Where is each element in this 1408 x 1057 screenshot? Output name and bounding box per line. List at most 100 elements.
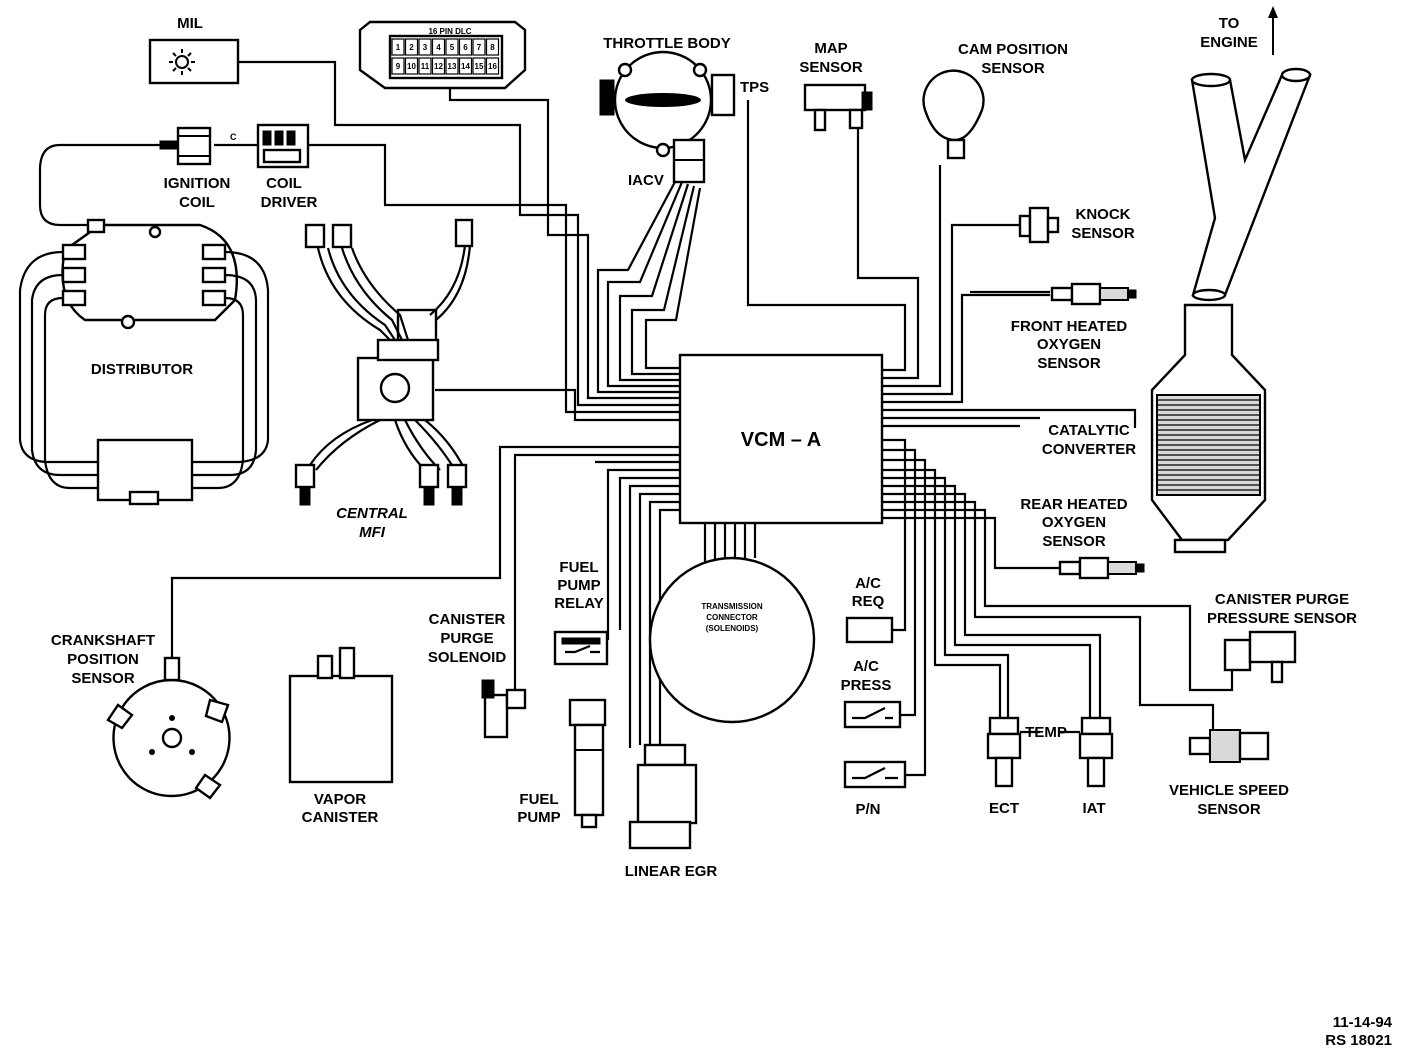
label-cam-1: CAM POSITION xyxy=(958,41,1068,58)
vapor-canister xyxy=(288,646,394,784)
ignition-coil xyxy=(159,126,212,166)
dlc-pin-number: 1 xyxy=(396,43,401,52)
label-ac-req-1: A/C xyxy=(855,575,881,592)
label-knock-2: SENSOR xyxy=(1071,225,1135,242)
label-transmission-3: (SOLENOIDS) xyxy=(706,624,759,633)
transmission-connector xyxy=(648,556,816,724)
label-ac-req-2: REQ xyxy=(852,593,885,610)
label-vss-2: SENSOR xyxy=(1197,801,1261,818)
label-coil-driver-1: COIL xyxy=(266,175,302,192)
label-rear-o2-3: SENSOR xyxy=(1042,533,1106,550)
dlc-pin-number: 3 xyxy=(423,43,428,52)
label-crank-2: POSITION xyxy=(67,651,139,668)
dlc-pin xyxy=(458,57,473,75)
label-purge-pressure-1: CANISTER PURGE xyxy=(1215,591,1349,608)
label-linear-egr: LINEAR EGR xyxy=(625,863,718,880)
ac-pressure-switch xyxy=(843,700,902,729)
label-fuel-pump-1: FUEL xyxy=(519,791,558,808)
label-map-1: MAP xyxy=(814,40,847,57)
label-transmission-2: CONNECTOR xyxy=(706,613,758,622)
label-purge-pressure-2: PRESSURE SENSOR xyxy=(1207,610,1357,627)
dlc-pin xyxy=(404,57,419,75)
dlc-pin-number: 13 xyxy=(448,62,457,71)
label-ignition-coil-1: IGNITION xyxy=(164,175,231,192)
dlc-pin xyxy=(391,38,405,56)
label-central-mfi-2: MFI xyxy=(359,524,386,541)
vehicle-speed-sensor xyxy=(1188,729,1270,763)
dlc-pin xyxy=(391,57,405,75)
map-sensor xyxy=(803,83,873,132)
dlc-pin xyxy=(472,57,486,75)
linear-egr xyxy=(628,743,698,850)
dlc-pin xyxy=(445,38,459,56)
label-to-engine-2: ENGINE xyxy=(1200,34,1258,51)
label-temp: TEMP xyxy=(1025,724,1067,741)
label-vss-1: VEHICLE SPEED xyxy=(1169,782,1289,799)
central-mfi xyxy=(294,218,474,506)
knock-sensor xyxy=(1018,206,1060,244)
dlc-pin xyxy=(404,38,419,56)
label-dlc: 16 PIN DLC xyxy=(428,27,471,36)
dlc-pin-number: 11 xyxy=(421,62,430,71)
label-fuel-pump-2: PUMP xyxy=(517,809,560,826)
canister-purge-solenoid xyxy=(481,679,527,739)
label-crank-3: SENSOR xyxy=(71,670,135,687)
ac-request-switch xyxy=(845,616,894,644)
cam-position-sensor xyxy=(922,69,985,160)
catalytic-texture xyxy=(1158,399,1259,491)
canister-purge-pressure-sensor xyxy=(1223,630,1297,684)
label-distributor: DISTRIBUTOR xyxy=(91,361,193,378)
labels: MIL 16 PIN DLC THROTTLE BODY TPS IACV MA… xyxy=(51,15,1393,1049)
vcm-module: VCM – A xyxy=(678,353,884,525)
front-oxygen-sensor xyxy=(1050,282,1137,306)
label-iat: IAT xyxy=(1082,800,1105,817)
coil-driver xyxy=(256,123,310,169)
label-central-mfi-1: CENTRAL xyxy=(336,505,408,522)
label-mil: MIL xyxy=(177,15,203,32)
label-iacv: IACV xyxy=(628,172,664,189)
label-catalytic-2: CONVERTER xyxy=(1042,441,1136,458)
distributor xyxy=(18,218,270,506)
dlc-pin-number: 6 xyxy=(463,43,468,52)
dlc-pin-number: 5 xyxy=(450,43,455,52)
crankshaft-position-sensor xyxy=(106,656,231,800)
dlc-pin xyxy=(458,38,473,56)
fuel-pump xyxy=(568,698,607,829)
wiring-harness xyxy=(38,60,1234,777)
label-to-engine-1: TO xyxy=(1219,15,1240,32)
label-ect: ECT xyxy=(989,800,1019,817)
exhaust-pipe xyxy=(1190,6,1312,302)
dlc-pin-number: 8 xyxy=(490,43,495,52)
label-crank-1: CRANKSHAFT xyxy=(51,632,155,649)
label-rear-o2-1: REAR HEATED xyxy=(1020,496,1127,513)
label-transmission-1: TRANSMISSION xyxy=(701,602,763,611)
dlc-pin xyxy=(445,57,459,75)
dlc-pin xyxy=(485,57,500,75)
dlc-pin xyxy=(431,57,446,75)
dlc-pin xyxy=(472,38,486,56)
label-vapor-canister-1: VAPOR xyxy=(314,791,366,808)
footer-code: RS 18021 xyxy=(1325,1032,1392,1049)
label-rear-o2-2: OXYGEN xyxy=(1042,514,1106,531)
mil-lamp xyxy=(148,38,240,85)
label-fuel-pump-relay-1: FUEL xyxy=(559,559,598,576)
label-map-2: SENSOR xyxy=(799,59,863,76)
label-ignition-coil-2: COIL xyxy=(179,194,215,211)
footer-date: 11-14-94 xyxy=(1333,1014,1393,1031)
label-coil-marker: C xyxy=(230,132,237,142)
label-purge-solenoid-2: PURGE xyxy=(440,630,493,647)
ect-sensor xyxy=(986,716,1022,788)
dlc-pin-number: 15 xyxy=(475,62,484,71)
label-front-o2-2: OXYGEN xyxy=(1037,336,1101,353)
label-purge-solenoid-3: SOLENOID xyxy=(428,649,507,666)
label-purge-solenoid-1: CANISTER xyxy=(429,611,506,628)
label-ac-press-1: A/C xyxy=(853,658,879,675)
dlc-pin-number: 10 xyxy=(407,62,416,71)
iat-sensor xyxy=(1078,716,1114,788)
label-catalytic-1: CATALYTIC xyxy=(1048,422,1130,439)
vcm-label: VCM – A xyxy=(741,429,821,451)
dlc-pin-number: 16 xyxy=(488,62,497,71)
